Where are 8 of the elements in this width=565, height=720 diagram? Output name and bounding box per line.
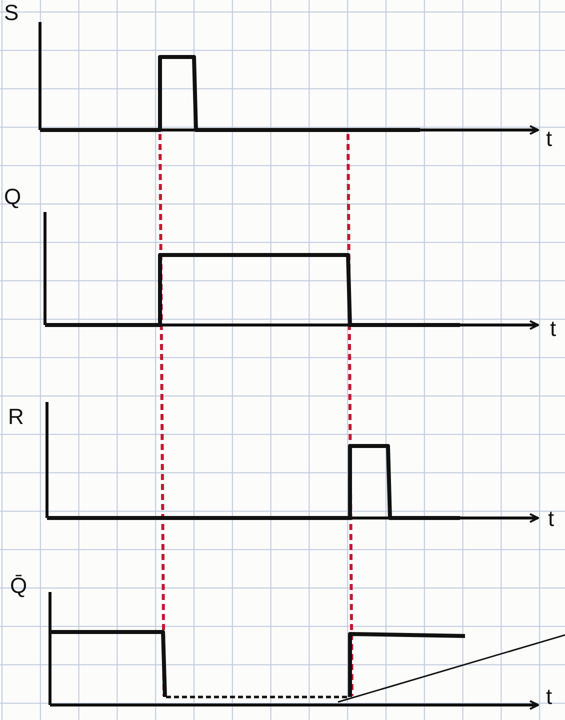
axis-label: t — [546, 686, 552, 708]
axis-label: t — [548, 508, 554, 530]
axis-label: t — [546, 128, 552, 150]
axis-label: R — [8, 406, 24, 428]
axis-label: S — [4, 2, 19, 24]
axis-label: Q — [4, 186, 22, 208]
axis-label: t — [550, 318, 556, 340]
axis-label: Q̄ — [10, 575, 28, 597]
